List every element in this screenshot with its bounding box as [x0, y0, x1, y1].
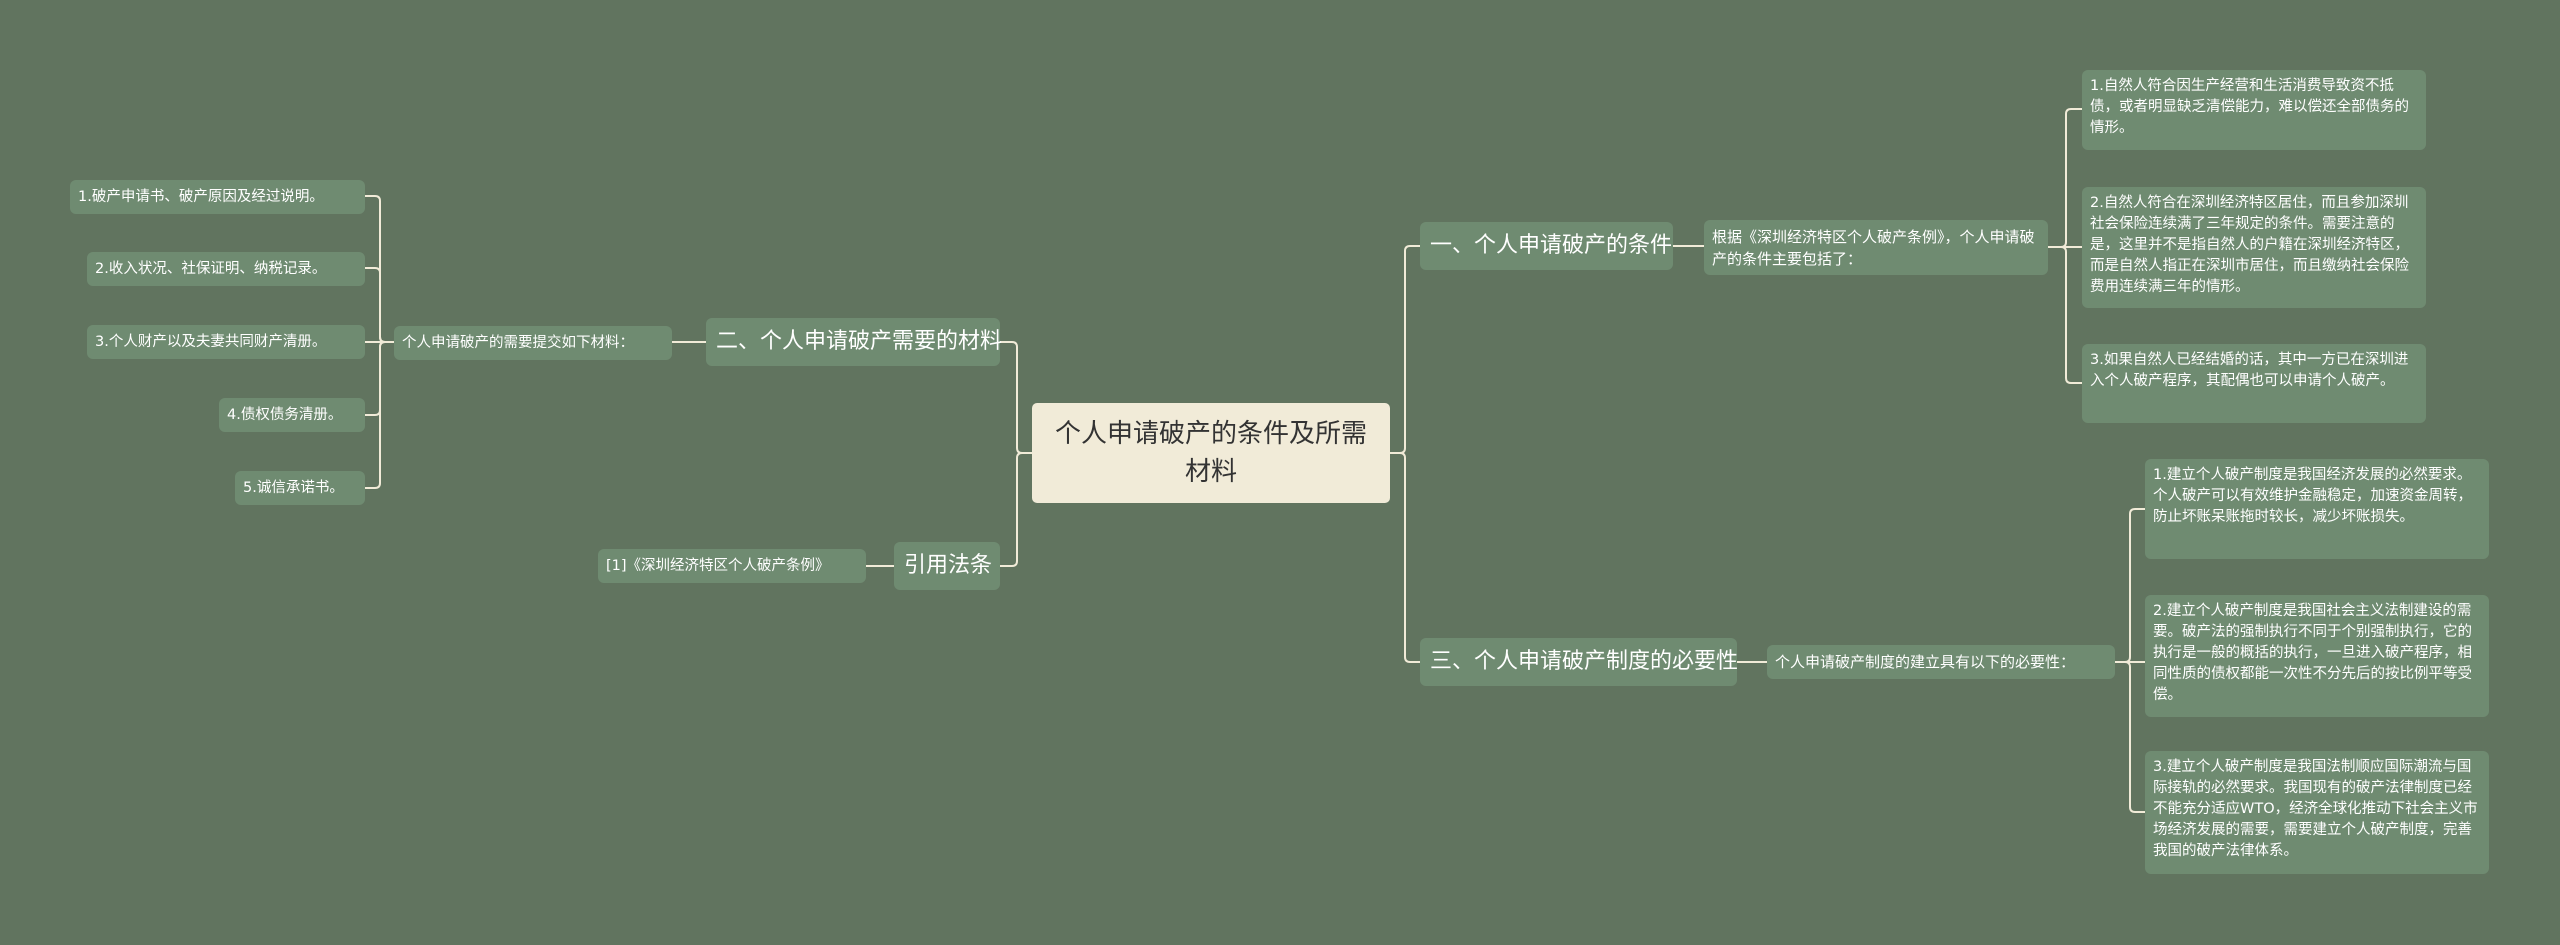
- branch-necessity-label: 三、个人申请破产制度的必要性: [1430, 649, 1739, 674]
- reference-item-1-text: [1]《深圳经济特区个人破产条例》: [606, 557, 830, 574]
- materials-item-3[interactable]: 3.个人财产以及夫妻共同财产清册。: [87, 325, 365, 359]
- conditions-item-1[interactable]: 1.自然人符合因生产经营和生活消费导致资不抵债，或者明显缺乏清偿能力，难以偿还全…: [2082, 70, 2426, 150]
- branch-references[interactable]: 引用法条: [894, 542, 1000, 590]
- necessity-intro[interactable]: 个人申请破产制度的建立具有以下的必要性：: [1767, 645, 2115, 679]
- materials-item-1[interactable]: 1.破产申请书、破产原因及经过说明。: [70, 180, 365, 214]
- materials-item-4[interactable]: 4.债权债务清册。: [219, 398, 365, 432]
- link-root-references: [999, 452, 1033, 567]
- link-materials-item2: [364, 267, 395, 343]
- materials-item-4-text: 4.债权债务清册。: [227, 406, 343, 423]
- conditions-item-3[interactable]: 3.如果自然人已经结婚的话，其中一方已在深圳进入个人破产程序，其配偶也可以申请个…: [2082, 344, 2426, 423]
- link-necessity-item3: [2114, 661, 2146, 813]
- root-topic-label: 个人申请破产的条件及所需材料: [1054, 419, 1367, 487]
- reference-item-1[interactable]: [1]《深圳经济特区个人破产条例》: [598, 549, 866, 583]
- conditions-item-2-text: 2.自然人符合在深圳经济特区居住，而且参加深圳社会保险连续满了三年规定的条件。需…: [2090, 195, 2409, 295]
- link-conditions-item1: [2047, 108, 2083, 248]
- root-topic[interactable]: 个人申请破产的条件及所需材料: [1032, 403, 1390, 503]
- branch-conditions-label: 一、个人申请破产的条件: [1430, 233, 1673, 258]
- necessity-item-3[interactable]: 3.建立个人破产制度是我国法制顺应国际潮流与国际接轨的必然要求。我国现有的破产法…: [2145, 751, 2489, 874]
- link-root-materials: [999, 341, 1033, 454]
- conditions-intro[interactable]: 根据《深圳经济特区个人破产条例》，个人申请破产的条件主要包括了：: [1704, 220, 2048, 275]
- branch-references-label: 引用法条: [904, 553, 993, 578]
- necessity-item-1-text: 1.建立个人破产制度是我国经济发展的必然要求。个人破产可以有效维护金融稳定，加速…: [2153, 467, 2472, 525]
- conditions-item-1-text: 1.自然人符合因生产经营和生活消费导致资不抵债，或者明显缺乏清偿能力，难以偿还全…: [2090, 78, 2409, 136]
- materials-item-2[interactable]: 2.收入状况、社保证明、纳税记录。: [87, 252, 365, 286]
- necessity-item-3-text: 3.建立个人破产制度是我国法制顺应国际潮流与国际接轨的必然要求。我国现有的破产法…: [2153, 759, 2478, 859]
- necessity-item-2[interactable]: 2.建立个人破产制度是我国社会主义法制建设的需要。破产法的强制执行不同于个别强制…: [2145, 595, 2489, 717]
- link-root-conditions: [1389, 245, 1421, 454]
- branch-materials-label: 二、个人申请破产需要的材料: [716, 329, 1003, 354]
- materials-item-5-text: 5.诚信承诺书。: [243, 479, 344, 496]
- necessity-item-2-text: 2.建立个人破产制度是我国社会主义法制建设的需要。破产法的强制执行不同于个别强制…: [2153, 603, 2472, 703]
- link-materials-item5: [364, 341, 395, 489]
- materials-item-1-text: 1.破产申请书、破产原因及经过说明。: [78, 188, 324, 205]
- materials-intro[interactable]: 个人申请破产的需要提交如下材料：: [394, 326, 672, 360]
- materials-item-5[interactable]: 5.诚信承诺书。: [235, 471, 365, 505]
- necessity-item-1[interactable]: 1.建立个人破产制度是我国经济发展的必然要求。个人破产可以有效维护金融稳定，加速…: [2145, 459, 2489, 559]
- branch-necessity[interactable]: 三、个人申请破产制度的必要性: [1420, 638, 1739, 686]
- branch-conditions[interactable]: 一、个人申请破产的条件: [1420, 222, 1673, 270]
- materials-intro-text: 个人申请破产的需要提交如下材料：: [402, 335, 634, 351]
- materials-item-2-text: 2.收入状况、社保证明、纳税记录。: [95, 260, 327, 277]
- conditions-item-3-text: 3.如果自然人已经结婚的话，其中一方已在深圳进入个人破产程序，其配偶也可以申请个…: [2090, 352, 2409, 389]
- necessity-intro-text: 个人申请破产制度的建立具有以下的必要性：: [1775, 653, 2076, 671]
- link-root-necessity: [1389, 452, 1421, 663]
- conditions-item-2[interactable]: 2.自然人符合在深圳经济特区居住，而且参加深圳社会保险连续满了三年规定的条件。需…: [2082, 187, 2426, 308]
- link-necessity-item1: [2114, 508, 2146, 663]
- materials-item-3-text: 3.个人财产以及夫妻共同财产清册。: [95, 333, 327, 350]
- branch-materials[interactable]: 二、个人申请破产需要的材料: [706, 318, 1003, 366]
- link-conditions-item3: [2047, 246, 2083, 384]
- conditions-intro-text: 根据《深圳经济特区个人破产条例》，个人申请破产的条件主要包括了：: [1712, 228, 2035, 268]
